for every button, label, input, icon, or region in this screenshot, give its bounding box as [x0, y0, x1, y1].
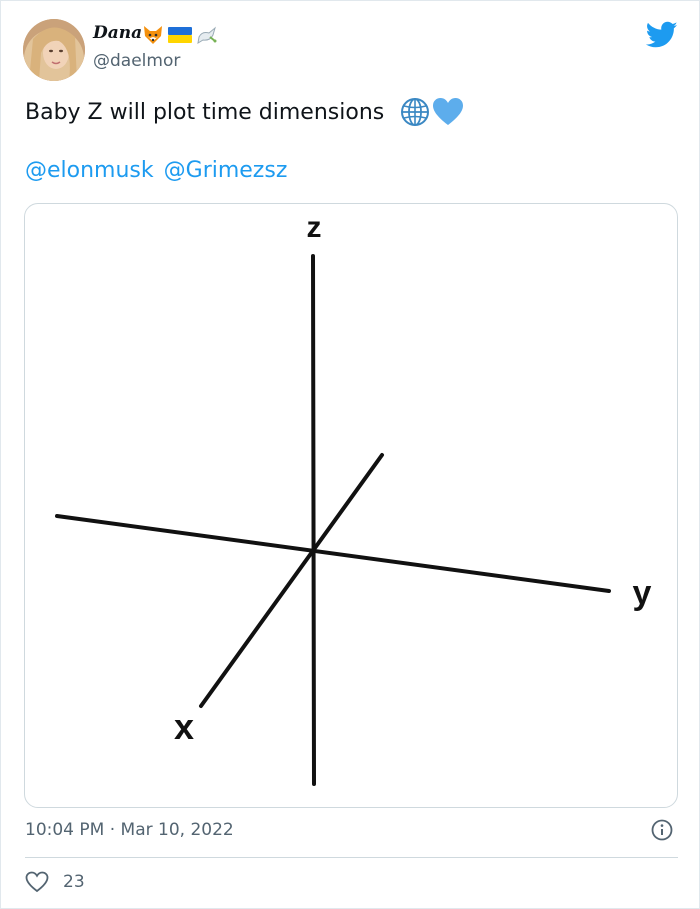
fox-emoji-icon [144, 26, 162, 44]
author-display-name[interactable]: Dana [93, 23, 143, 43]
tweet-emojis [400, 97, 464, 127]
ukraine-flag-icon [168, 27, 192, 43]
like-button[interactable]: 23 [25, 871, 85, 893]
twitter-bird-icon[interactable] [646, 21, 678, 49]
axes-diagram: z y x [55, 211, 652, 786]
mentions: @elonmusk @Grimezsz [25, 158, 287, 183]
avatar-photo [23, 19, 85, 81]
dove-emoji-icon [197, 26, 217, 44]
y-axis-label: y [633, 574, 652, 612]
author-handle[interactable]: @daelmor [93, 51, 181, 71]
name-badges [142, 25, 218, 45]
tweet-text: Baby Z will plot time dimensions [25, 97, 464, 127]
avatar[interactable] [23, 19, 85, 81]
x-axis-line [199, 453, 384, 708]
like-count: 23 [63, 872, 85, 892]
x-axis-label: x [174, 706, 194, 747]
z-axis-label: z [307, 211, 322, 244]
blue-heart-emoji-icon [433, 98, 464, 125]
z-axis-line [311, 254, 316, 786]
media-image[interactable]: z y x [24, 203, 678, 808]
info-icon[interactable] [651, 819, 673, 841]
globe-emoji-icon [401, 98, 430, 126]
heart-icon [25, 871, 49, 893]
y-axis-line [55, 514, 611, 593]
mention-elonmusk[interactable]: @elonmusk [25, 158, 154, 183]
mention-grimezsz[interactable]: @Grimezsz [163, 158, 288, 183]
tweet-body-text: Baby Z will plot time dimensions [25, 99, 385, 125]
tweet-timestamp[interactable]: 10:04 PM · Mar 10, 2022 [25, 820, 234, 840]
divider [25, 857, 678, 858]
